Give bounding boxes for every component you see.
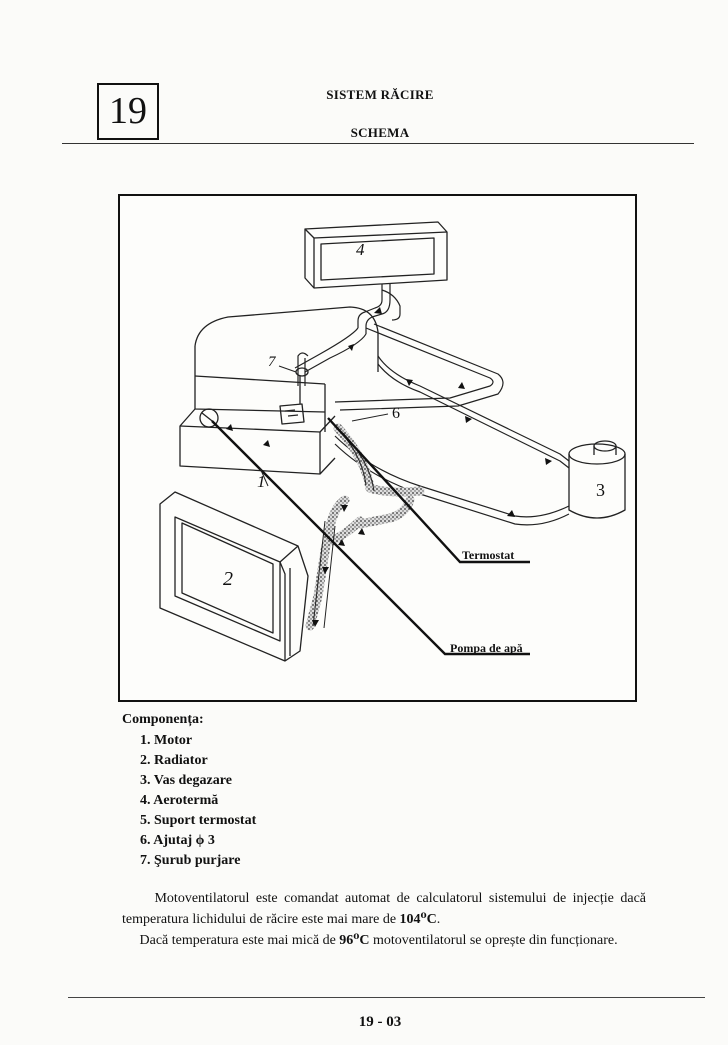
section-subtitle: SCHEMA [350,125,410,140]
legend-item: 2. Radiator [140,753,208,768]
hot-hoses [305,423,425,631]
label-bleed-screw-number: 7 [268,354,276,370]
callout-thermostat: Termostat [462,548,515,562]
radiator-shape [159,491,309,662]
p2-end: motoventilatorul se oprește din funcțion… [369,933,618,948]
legend-item: 1. Motor [140,733,193,748]
label-tank-number: 3 [596,480,605,500]
legend-heading: Componența: [122,712,204,727]
label-radiator-number: 2 [223,568,233,590]
label-nozzle-number: 6 [392,405,400,422]
label-heater-core-number: 4 [356,240,365,259]
header-rule [62,143,694,144]
paragraph-fan-off: Dacă temperatura este mai mică de 96⁰C m… [122,930,646,951]
label-engine-number: 1 [257,472,266,491]
legend-item: 7. Şurub purjare [140,853,241,868]
footer-rule [68,997,705,998]
cooling-system-diagram: 4 1 2 3 6 7 Termostat Pompa de apă [118,194,637,702]
legend-item: 3. Vas degazare [140,773,232,788]
hoses [294,284,570,526]
p1-end: . [436,912,441,927]
page-number: 19 - 03 [358,1014,402,1030]
components-legend: Componența: 1. Motor 2. Radiator 3. Vas … [122,710,256,871]
heater-core-shape [304,221,448,289]
engine-shape [179,306,379,475]
p1-temperature: 104⁰C [399,912,437,927]
thermostat-housing-shape [279,403,305,425]
expansion-tank-shape [568,440,626,519]
leader-lines [211,417,530,656]
legend-item: 4. Aerotermă [140,793,219,808]
chapter-number-box: 19 [97,83,159,140]
p2-temperature: 96⁰C [339,933,370,948]
legend-item: 5. Suport termostat [140,813,257,828]
p1-text: Motoventilatorul este comandat automat d… [122,891,646,927]
p2-text: Dacă temperatura este mai mică de [139,933,340,948]
legend-item: 6. Ajutaj ϕ 3 [140,833,215,848]
paragraph-fan-on: Motoventilatorul este comandat automat d… [122,888,646,930]
flow-arrows [226,307,552,627]
legend-list: 1. Motor 2. Radiator 3. Vas degazare 4. … [140,731,256,871]
diagram-drawing [159,221,626,662]
section-title: SISTEM RĂCIRE [326,87,434,102]
callout-water-pump: Pompa de apă [450,641,523,655]
